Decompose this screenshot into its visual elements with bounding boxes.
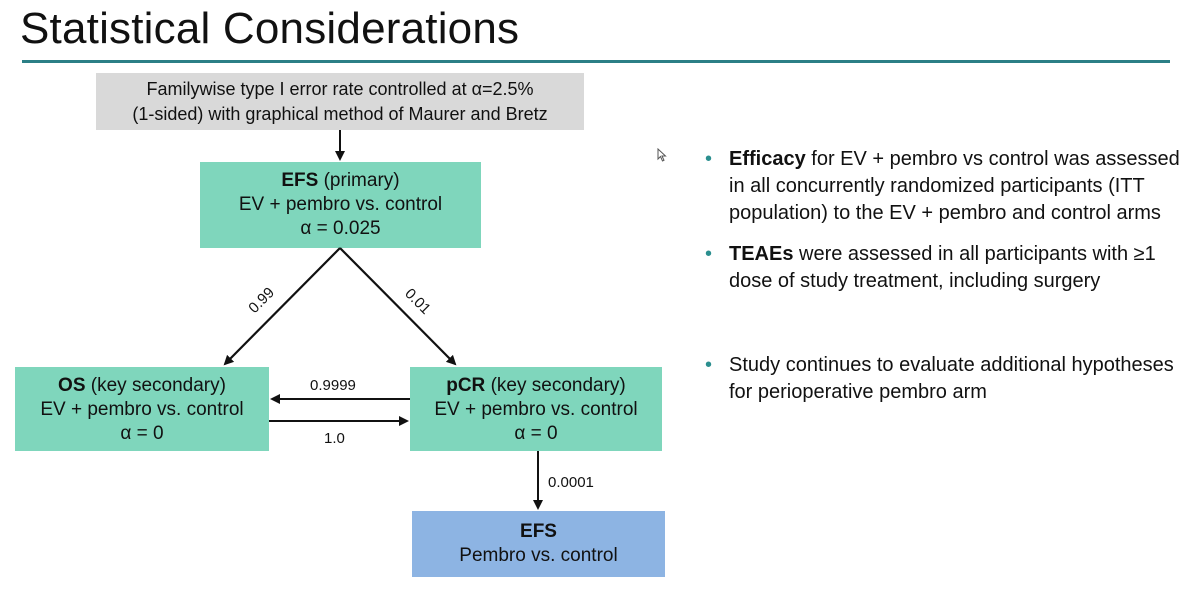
node-pcr: pCR (key secondary) EV + pembro vs. cont…: [410, 367, 662, 451]
edge-label-pcr-to-os: 0.9999: [310, 377, 356, 394]
node-pcr-line3: α = 0: [514, 423, 558, 444]
node-pcr-bold: pCR: [446, 375, 486, 396]
node-efs-pembro-line2: Pembro vs. control: [459, 545, 618, 566]
node-efs-primary: EFS (primary) EV + pembro vs. control α …: [200, 162, 481, 248]
node-os-rest: (key secondary): [85, 375, 226, 396]
bullet-1-text: for EV + pembro vs control was assessed …: [729, 148, 1180, 224]
title-divider: [22, 60, 1170, 63]
arrow-efs-to-pcr: [339, 247, 457, 366]
node-efs-primary-line2: EV + pembro vs. control: [238, 194, 443, 215]
node-efs-pembro: EFS Pembro vs. control: [412, 511, 665, 577]
arrow-efs-to-os: [223, 247, 341, 366]
bullet-3-text: Study continues to evaluate additional h…: [729, 354, 1174, 403]
bullet-1-bold: Efficacy: [729, 148, 806, 170]
node-os-line2: EV + pembro vs. control: [40, 399, 244, 420]
node-pcr-line2: EV + pembro vs. control: [434, 399, 638, 420]
bullet-2-text: were assessed in all participants with ≥…: [729, 243, 1156, 292]
error-rate-line1: Familywise type I error rate controlled …: [146, 79, 534, 99]
bullet-item-study-continues: • Study continues to evaluate additional…: [705, 352, 1185, 406]
node-efs-pembro-title: EFS: [412, 520, 665, 544]
node-pcr-title: pCR (key secondary): [410, 374, 662, 398]
bullet-item-efficacy: • Efficacy for EV + pembro vs control wa…: [705, 146, 1185, 227]
node-os-title: OS (key secondary): [15, 374, 269, 398]
bullet-dot-icon: •: [705, 148, 713, 170]
node-pcr-rest: (key secondary): [485, 375, 626, 396]
node-efs-primary-title: EFS (primary): [200, 169, 481, 193]
bullet-dot-icon: •: [705, 354, 713, 376]
edge-label-os-to-pcr: 1.0: [324, 430, 345, 447]
node-os-line3: α = 0: [120, 423, 164, 444]
node-efs-primary-rest: (primary): [318, 170, 400, 191]
node-efs-primary-bold: EFS: [281, 170, 319, 191]
node-os-bold: OS: [58, 375, 86, 396]
bullet-item-teaes: • TEAEs were assessed in all participant…: [705, 241, 1185, 295]
node-os: OS (key secondary) EV + pembro vs. contr…: [15, 367, 269, 451]
error-rate-line2: (1-sided) with graphical method of Maure…: [132, 104, 548, 124]
mouse-pointer-icon: [657, 148, 667, 162]
node-efs-primary-line3: α = 0.025: [300, 218, 381, 239]
bullet-2-bold: TEAEs: [729, 243, 794, 265]
node-efs-pembro-bold: EFS: [520, 521, 557, 542]
edge-label-pcr-to-efs-pembro: 0.0001: [548, 474, 594, 491]
slide-title: Statistical Considerations: [20, 4, 520, 53]
bullet-list: • Efficacy for EV + pembro vs control wa…: [705, 146, 1185, 406]
error-rate-box: Familywise type I error rate controlled …: [96, 73, 584, 130]
bullet-dot-icon: •: [705, 243, 713, 265]
